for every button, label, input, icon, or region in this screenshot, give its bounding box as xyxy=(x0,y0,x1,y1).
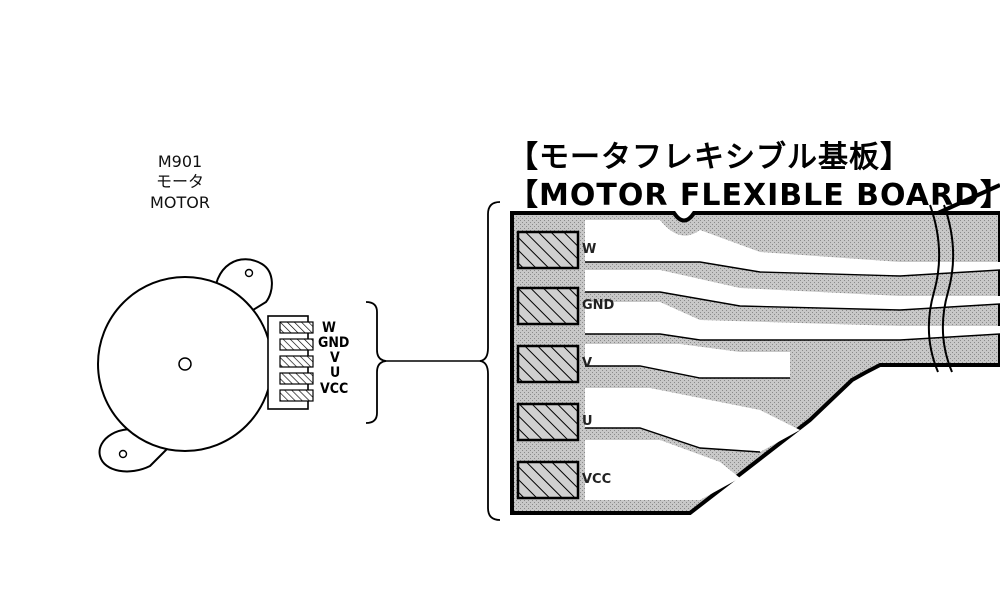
motor-ref-label: M901 xyxy=(157,152,203,171)
motor-connector-pins xyxy=(279,321,314,402)
motor-pin-label-u: U xyxy=(330,365,341,381)
pin-brace-small xyxy=(365,301,387,424)
board-title-en: 【MOTOR FLEXIBLE BOARD】 xyxy=(508,178,1000,213)
motor-body xyxy=(97,258,309,473)
board-pin-label-v: V xyxy=(582,356,593,371)
pad-v xyxy=(516,344,580,384)
board-pin-label-u: U xyxy=(582,414,593,429)
motor-mount-hole-top xyxy=(244,268,254,278)
pad-vcc xyxy=(516,460,580,500)
motor-mount-hole-bottom xyxy=(118,449,128,459)
pad-w xyxy=(516,230,580,270)
pad-gnd xyxy=(516,286,580,326)
motor-pin-label-v: V xyxy=(330,350,340,366)
board-title-ja: 【モータフレキシブル基板】 xyxy=(508,140,911,175)
motor-name-ja-label: モータ xyxy=(155,172,204,191)
flexible-board xyxy=(510,183,1000,515)
pad-u xyxy=(516,402,580,442)
board-pin-label-vcc: VCC xyxy=(582,472,612,487)
motor-name-en-label: MOTOR xyxy=(150,193,210,212)
motor-pin-label-gnd: GND xyxy=(318,335,350,351)
motor-pin-label-vcc: VCC xyxy=(320,381,349,397)
pin-brace-large xyxy=(479,201,501,521)
motor-shaft xyxy=(178,357,192,371)
motor-pin-label-w: W xyxy=(322,320,336,336)
board-pin-label-w: W xyxy=(582,242,597,257)
board-pin-label-gnd: GND xyxy=(582,298,615,313)
